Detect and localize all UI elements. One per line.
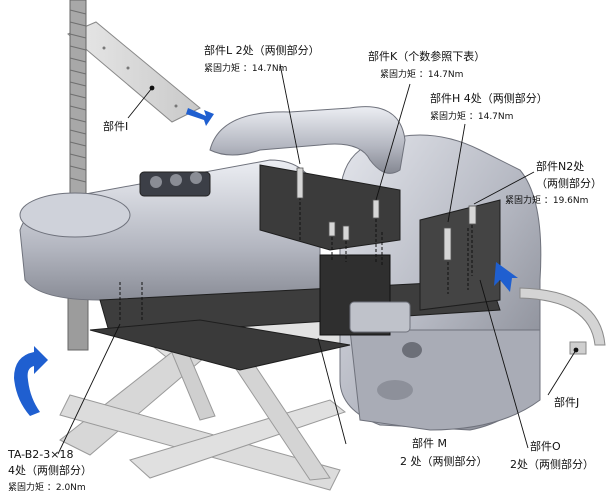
- label-part-m-count: 2 处（两侧部分）: [400, 455, 488, 468]
- bolt-heads: [296, 167, 477, 261]
- arrow-blue-right: [494, 262, 518, 292]
- arrow-blue-left: [14, 346, 48, 416]
- label-part-o: 部件O: [530, 440, 561, 453]
- label-part-ta: TA-B2-3×18: [8, 448, 74, 461]
- direction-arrows: [14, 108, 518, 416]
- label-part-k: 部件K（个数参照下表）: [368, 50, 486, 63]
- label-part-n2-sides: （两侧部分）: [536, 177, 602, 190]
- leader-dot-part-i: [149, 85, 155, 91]
- label-part-ta-torque: 紧固力矩 ：2.0Nm: [8, 483, 86, 493]
- label-part-n2: 部件N2处: [536, 160, 585, 173]
- part-i-plate: [67, 21, 201, 123]
- label-part-j: 部件J: [554, 396, 580, 409]
- label-part-ta-count: 4处（两侧部分）: [8, 464, 92, 477]
- arrow-blue-top: [186, 108, 214, 126]
- mounting-brackets: [89, 164, 501, 371]
- label-part-n2-torque: 紧固力矩 ：19.6Nm: [505, 196, 589, 206]
- label-part-m: 部件 M: [412, 437, 447, 450]
- label-part-l-torque: 紧固力矩 ：14.7Nm: [204, 64, 288, 74]
- robot-arm: [19, 106, 406, 307]
- leader-dot-part-j: [573, 347, 579, 353]
- label-part-o-count: 2处（两侧部分）: [510, 458, 594, 471]
- label-part-l: 部件L 2处（两侧部分）: [204, 44, 320, 57]
- label-part-h: 部件H 4处（两侧部分）: [430, 92, 548, 105]
- label-part-k-torque: 紧固力矩 ：14.7Nm: [380, 70, 464, 80]
- label-part-i: 部件I: [103, 120, 129, 133]
- leader-lines: [57, 63, 577, 455]
- label-part-h-torque: 紧固力矩 ：14.7Nm: [430, 112, 514, 122]
